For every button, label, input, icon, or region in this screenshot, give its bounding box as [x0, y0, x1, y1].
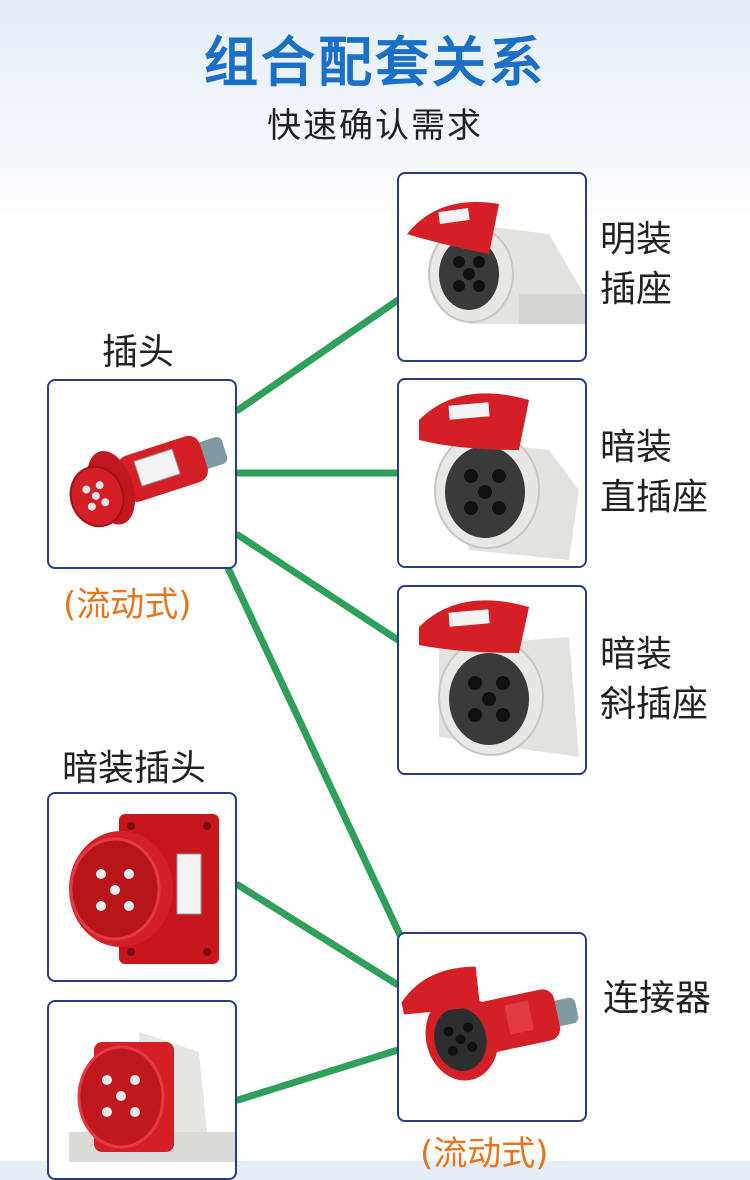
plug-label: 插头	[102, 332, 175, 373]
connector-card[interactable]	[397, 932, 587, 1122]
angled-socket-label-2: 斜插座	[600, 684, 709, 725]
plug-note: (流动式)	[63, 585, 192, 625]
panel-socket-straight-icon	[419, 393, 579, 560]
surface-plug-card[interactable]	[47, 1000, 237, 1180]
page-title: 组合配套关系	[204, 31, 546, 94]
panel-mount-plug-icon	[69, 814, 219, 964]
panel-plug-card[interactable]	[47, 792, 237, 982]
surface-socket-label-1: 明装	[600, 219, 673, 260]
page-subtitle: 快速确认需求	[267, 106, 483, 146]
surface-socket-icon	[407, 202, 585, 324]
angled-socket-card[interactable]	[397, 585, 587, 775]
straight-socket-label-1: 暗装	[600, 427, 673, 468]
surface-socket-label-2: 插座	[600, 269, 673, 310]
surface-socket-card[interactable]	[397, 172, 587, 362]
link-surface-plug-to-connector	[234, 1046, 402, 1104]
surface-mount-plug-icon	[69, 1032, 235, 1162]
connector-icon	[401, 966, 579, 1081]
connector-note: (流动式)	[420, 1134, 549, 1174]
link-plug-to-angled-socket	[234, 531, 402, 644]
industrial-plug-icon	[69, 435, 228, 528]
straight-socket-card[interactable]	[397, 378, 587, 568]
angled-socket-label-1: 暗装	[600, 634, 673, 675]
connector-label: 连接器	[603, 978, 712, 1019]
link-panel-plug-to-connector	[234, 881, 402, 989]
link-plug-to-surface-socket	[234, 296, 402, 414]
plug-card[interactable]	[47, 379, 237, 569]
link-plug-to-connector	[224, 564, 404, 939]
panel-plug-label: 暗装插头	[62, 748, 207, 789]
panel-socket-angled-icon	[419, 600, 579, 757]
straight-socket-label-2: 直插座	[600, 477, 709, 518]
